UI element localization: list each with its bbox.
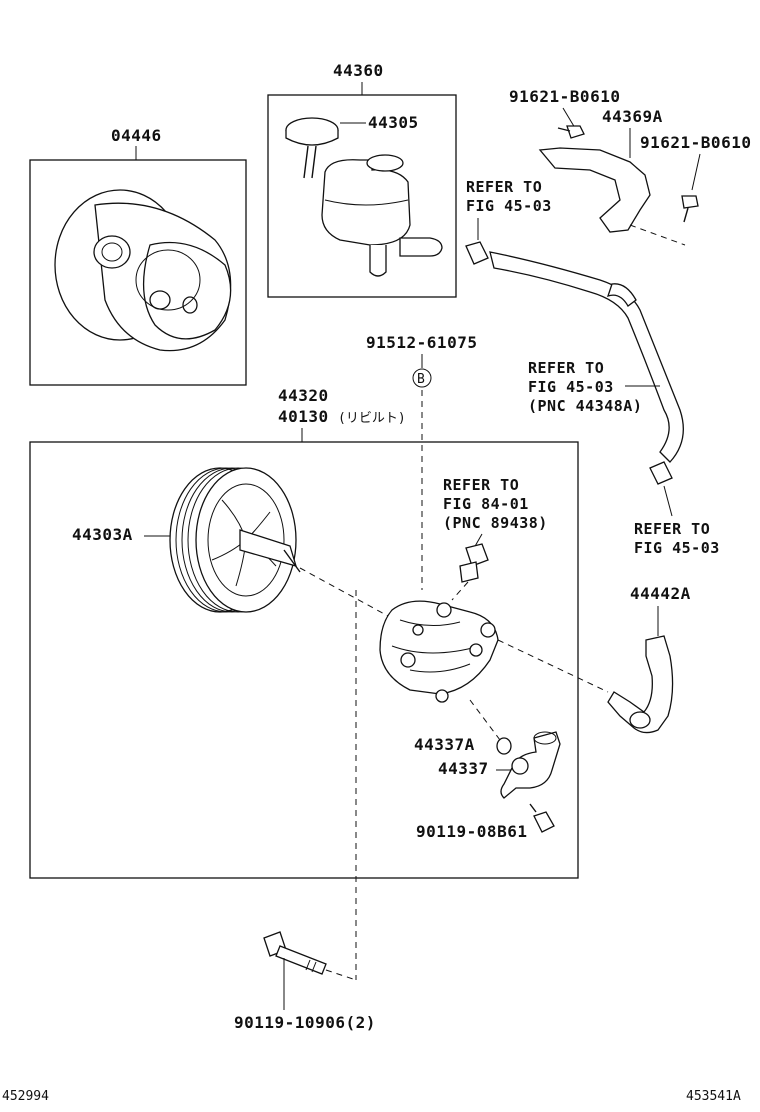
union-bolt	[529, 803, 555, 833]
label-90119-08B61[interactable]: 90119-08B61	[416, 822, 527, 841]
label-90119-10906[interactable]: 90119-10906(2)	[234, 1013, 376, 1032]
bracket-44369A	[538, 147, 651, 233]
ref-a-line2: FIG 45-03	[466, 197, 552, 215]
bolt-right	[681, 195, 699, 223]
label-40130[interactable]: 40130	[278, 407, 329, 426]
ref-b-line3: (PNC 44348A)	[528, 397, 642, 415]
b-marker-text: B	[417, 372, 425, 387]
ref-a-line1: REFER TO	[466, 178, 542, 196]
reservoir-group: 44360 44305	[267, 61, 457, 298]
label-44337[interactable]: 44337	[438, 759, 489, 778]
ref-d-line1: REFER TO	[634, 520, 710, 538]
tube-group: 44442A	[607, 584, 691, 734]
tube-guide-line	[497, 639, 609, 693]
kit-box	[29, 159, 247, 386]
ref-c-line3: (PNC 89438)	[443, 514, 548, 532]
label-44337A[interactable]: 44337A	[414, 735, 475, 754]
pump-bolt	[263, 931, 327, 975]
pulley-44303A	[169, 467, 301, 613]
leader-91621-right	[691, 153, 701, 191]
reservoir-tank	[321, 154, 443, 277]
pump-kit-group: 04446	[29, 126, 247, 386]
pump-box	[29, 441, 579, 879]
oring-guide-line	[469, 699, 501, 741]
shaft-guide-line	[299, 567, 389, 617]
leader-91621-top	[562, 107, 576, 129]
hose-clamp-top	[465, 241, 489, 265]
label-91512[interactable]: 91512-61075	[366, 333, 477, 352]
leader-ref-d	[663, 485, 673, 517]
label-44360[interactable]: 44360	[333, 61, 384, 80]
return-hose	[489, 251, 684, 463]
reservoir-cap	[285, 117, 339, 179]
ref-b-line2: FIG 45-03	[528, 378, 614, 396]
pump-group: 44320 40130 (リビルト) 44303A REFER TO FIG 8…	[29, 386, 609, 980]
ref-c-line1: REFER TO	[443, 476, 519, 494]
label-91621-right[interactable]: 91621-B0610	[640, 133, 751, 152]
label-91621-top[interactable]: 91621-B0610	[509, 87, 620, 106]
footer-right-code: 453541A	[686, 1089, 741, 1104]
ref-b-line1: REFER TO	[528, 359, 604, 377]
label-44303A[interactable]: 44303A	[72, 525, 133, 544]
label-44442A[interactable]: 44442A	[630, 584, 691, 603]
pump-body	[379, 600, 499, 703]
kit-seal-ring	[93, 235, 131, 269]
ref-d-line2: FIG 45-03	[634, 539, 720, 557]
reservoir-box	[267, 94, 457, 298]
bolt-b-group: 91512-61075 B	[366, 333, 477, 590]
kit-gasket	[142, 241, 232, 340]
bracket-group: 91621-B0610 44369A 91621-B0610	[509, 87, 751, 246]
return-hose-group: REFER TO FIG 45-03 REFER TO FIG 45-03 (P…	[465, 178, 720, 557]
label-44305[interactable]: 44305	[368, 113, 419, 132]
bolt-top	[557, 125, 585, 139]
oring-44337A	[496, 737, 512, 755]
hose-clamp-bottom	[649, 461, 673, 485]
kit-parts-illustration	[54, 189, 232, 352]
tube-44442A	[607, 635, 674, 734]
label-rebuilt-note: (リビルト)	[338, 411, 406, 426]
label-04446[interactable]: 04446	[111, 126, 162, 145]
pressure-switch	[459, 543, 489, 583]
pump-bolt-group: 90119-10906(2)	[234, 931, 376, 1032]
footer-left-code: 452994	[2, 1089, 49, 1104]
label-44369A[interactable]: 44369A	[602, 107, 663, 126]
ref-c-line2: FIG 84-01	[443, 495, 529, 513]
b-marker-circle	[412, 368, 432, 388]
label-44320[interactable]: 44320	[278, 386, 329, 405]
union-44337	[500, 731, 561, 799]
